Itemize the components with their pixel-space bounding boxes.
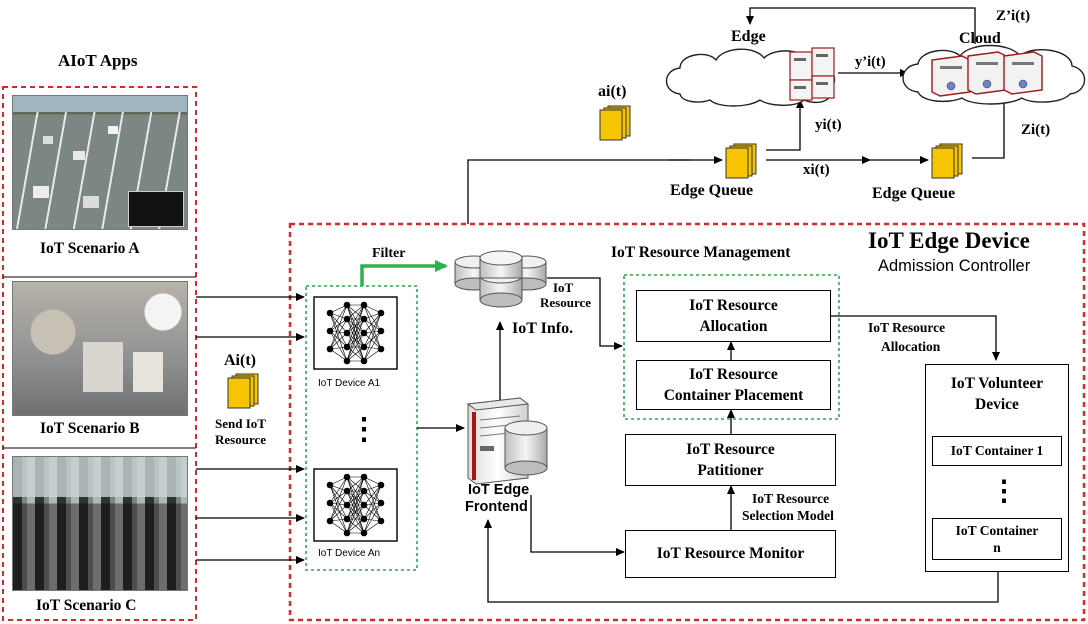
resource-allocation-box: IoT Resource Allocation	[636, 290, 831, 342]
scenario-a-label: IoT Scenario A	[40, 240, 140, 257]
aiot-apps-title: AIoT Apps	[58, 51, 138, 70]
scenario-input-arrows	[196, 293, 305, 564]
send-resource-label-1: Send IoT	[215, 416, 266, 431]
cloud-server-icons	[931, 51, 1043, 97]
neural-net-icon-1	[326, 301, 385, 365]
internal-arrows	[417, 159, 1000, 603]
frontend-label-1: IoT Edge	[468, 482, 530, 498]
signal-y-prime: y’i(t)	[855, 54, 886, 70]
edge-server-icon	[789, 47, 835, 101]
scenario-a-traffic-image	[12, 95, 188, 230]
cloud-label: Cloud	[959, 30, 1001, 47]
device-ellipsis: ⋮	[349, 413, 379, 446]
queue-arrows	[669, 7, 1008, 164]
volunteer-title-1: IoT Volunteer	[950, 375, 1044, 392]
scenario-b-label: IoT Scenario B	[40, 420, 140, 437]
arrival-queue-icon	[599, 105, 631, 141]
iot-container-1-box: IoT Container 1	[932, 436, 1062, 466]
send-resource-queue-icon	[227, 373, 259, 409]
selection-model-label-2: Selection Model	[742, 508, 834, 523]
resource-partitioner-box: IoT Resource Patitioner	[625, 434, 836, 486]
neural-net-icon-n	[326, 473, 385, 537]
edge-queue-icon-1	[725, 143, 757, 179]
frontend-label-2: Frontend	[465, 499, 528, 515]
volunteer-title-2: Device	[975, 396, 1019, 413]
resource-allocation-line-1: IoT Resource	[689, 297, 778, 314]
container-ellipsis: ⋮	[990, 476, 1018, 507]
scenario-b-factory-image	[12, 281, 188, 416]
iot-resource-arrow-label-1: IoT	[553, 280, 574, 295]
send-resource-label-2: Resource	[215, 432, 267, 447]
edge-queue-icon-2	[931, 143, 963, 179]
resource-partitioner-line-2: Patitioner	[697, 462, 764, 479]
selection-model-label-1: IoT Resource	[752, 491, 830, 506]
allocation-arrow-label-2: Allocation	[881, 339, 941, 354]
edge-queue-label-2: Edge Queue	[872, 185, 956, 202]
iot-container-n-line-1: IoT Container	[955, 523, 1039, 538]
iot-container-n-line-2: n	[993, 540, 1001, 555]
edge-queue-label-1: Edge Queue	[670, 182, 754, 199]
iot-info-label: IoT Info.	[512, 320, 574, 337]
signal-y: yi(t)	[815, 117, 842, 133]
edge-label: Edge	[731, 28, 766, 45]
aiot-apps-frame	[2, 86, 197, 621]
scenario-c-label: IoT Scenario C	[36, 597, 137, 614]
iot-resource-arrow-label-2: Resource	[540, 295, 592, 310]
signal-a: ai(t)	[598, 83, 627, 100]
admission-controller-subtitle: Admission Controller	[878, 257, 1031, 275]
iot-container-n-box: IoT Container n	[932, 518, 1062, 560]
resource-management-title: IoT Resource Management	[611, 244, 791, 261]
filter-label: Filter	[372, 246, 406, 261]
signal-z-prime: Z’i(t)	[996, 8, 1031, 24]
container-placement-box: IoT Resource Container Placement	[636, 360, 831, 410]
resource-allocation-line-2: Allocation	[699, 318, 768, 335]
frontend-db-icon	[504, 420, 548, 476]
allocation-arrow-label-1: IoT Resource	[868, 320, 946, 335]
signal-z: Zi(t)	[1021, 122, 1051, 138]
send-resource-signal: Ai(t)	[224, 352, 256, 369]
scenario-c-crowd-image	[12, 456, 188, 591]
container-placement-line-2: Container Placement	[663, 387, 804, 404]
container-placement-line-1: IoT Resource	[689, 366, 778, 383]
device-n-label: IoT Device An	[318, 548, 381, 559]
iot-info-db-icon	[454, 250, 547, 308]
resource-partitioner-line-1: IoT Resource	[686, 441, 775, 458]
signal-x: xi(t)	[803, 162, 830, 178]
edge-device-title: IoT Edge Device	[868, 228, 1030, 253]
device-1-label: IoT Device A1	[318, 378, 381, 389]
resource-monitor-box: IoT Resource Monitor	[625, 530, 836, 578]
edge-device-frame	[288, 222, 1086, 622]
